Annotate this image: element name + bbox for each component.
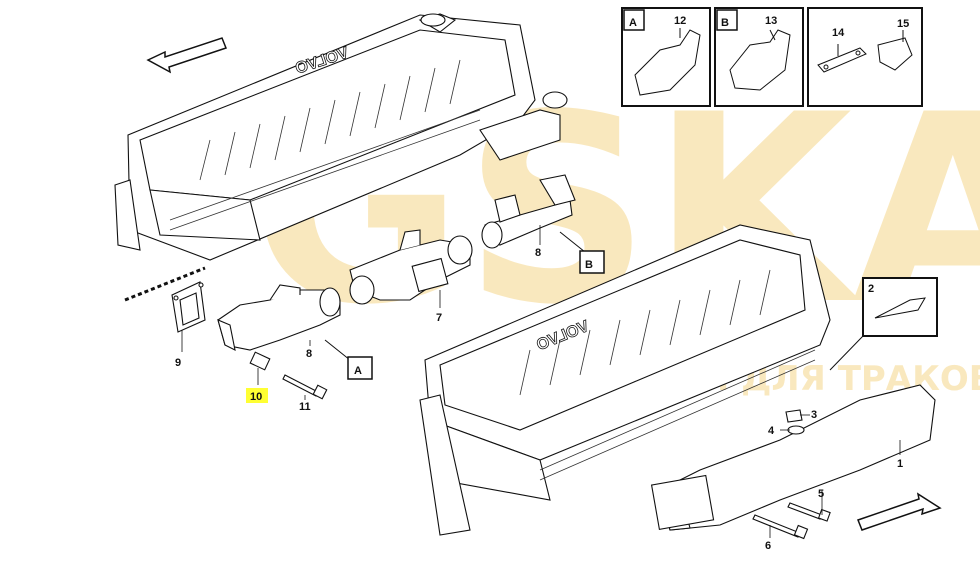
part-number-9: 9 [175,357,181,369]
part-number-15: 15 [897,18,909,30]
inset-a-letter: A [629,17,637,29]
part-number-6: 6 [765,540,771,552]
part-labels: 1 3 4 5 6 7 8 8 9 10 11 [175,247,903,552]
bolt-part-lower [752,409,831,540]
callout-a: A [324,339,373,380]
intake-manifold [650,384,936,531]
leader-lines [181,225,901,538]
bolt-part-upper [282,374,328,400]
exhaust-manifold-middle [349,229,473,305]
lower-engine-head: VOLVO [419,224,831,536]
direction-arrow-upper [146,37,227,74]
direction-arrow-lower [857,492,942,531]
sleeve-part [249,351,271,371]
part-number-7: 7 [436,312,442,324]
callout-a-letter: A [354,365,362,377]
part-number-3: 3 [811,409,817,421]
part-number-8-front: 8 [306,348,312,360]
callout-b-letter: B [585,259,593,271]
inset-box-2: 2 [829,277,938,371]
part-number-2: 2 [868,283,874,295]
part-number-13: 13 [765,15,777,27]
callout-b: B [559,231,605,274]
part-number-10: 10 [250,391,262,403]
part-number-1: 1 [897,458,903,470]
part-number-4: 4 [768,425,775,437]
part-number-11: 11 [299,401,311,413]
inset-b-letter: B [721,17,729,29]
part-number-12: 12 [674,15,686,27]
inset-box-14-15: 14 15 [807,7,923,107]
inset-box-a: A 12 [621,7,711,107]
part-number-14: 14 [832,27,845,39]
gasket-part [171,281,206,333]
exhaust-manifold-rear [481,174,576,249]
part-number-8-rear: 8 [535,247,541,259]
inset-box-b: B 13 [714,7,804,107]
exhaust-manifold-front [217,284,341,351]
highlight-marker [246,388,268,403]
part-number-5: 5 [818,488,824,500]
upper-engine-head: VOLVO [114,13,568,261]
